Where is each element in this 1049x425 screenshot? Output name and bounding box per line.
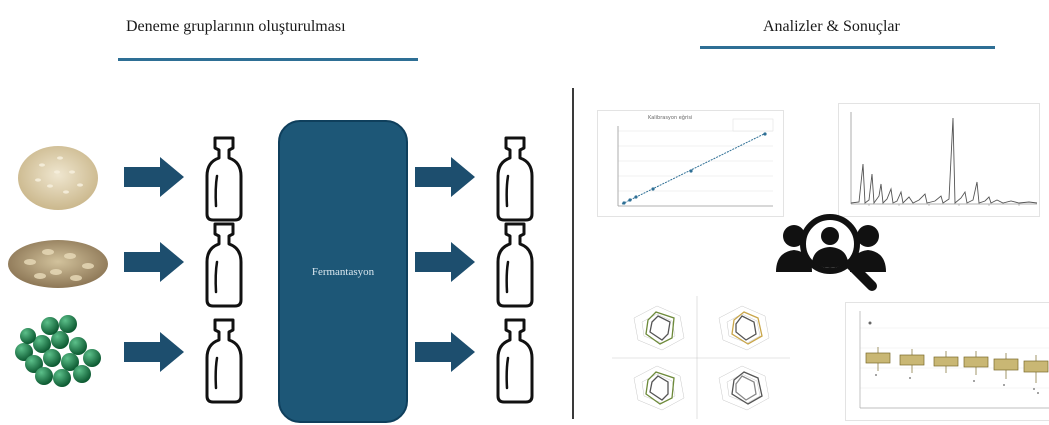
arrow-right-icon <box>124 332 184 372</box>
bottle-icon <box>496 222 534 308</box>
radar-plots <box>612 296 790 419</box>
chromatogram-panel <box>838 103 1040 217</box>
boxplot-panel <box>845 302 1049 421</box>
left-heading: Deneme gruplarının oluşturulması <box>126 18 346 35</box>
right-heading-underline <box>700 46 995 49</box>
calibration-title: Kalibrasyon eğrisi <box>648 115 693 121</box>
section-divider <box>572 88 574 419</box>
arrow-right-icon <box>415 157 475 197</box>
arrow-right-icon <box>124 157 184 197</box>
arrow-right-icon <box>124 242 184 282</box>
bottle-icon <box>205 222 243 308</box>
left-heading-underline <box>118 58 418 61</box>
radar-plots-panel <box>612 296 790 419</box>
chromatogram-plot <box>850 112 1038 206</box>
oat-flakes-pile <box>8 240 108 288</box>
right-heading: Analizler & Sonuçlar <box>763 18 900 35</box>
bottle-icon <box>496 136 534 222</box>
boxplot-chart <box>859 311 1049 409</box>
bottle-icon <box>496 318 534 404</box>
bottle-icon <box>205 136 243 222</box>
calibration-curve-panel: Kalibrasyon eğrisi <box>597 110 784 217</box>
fermentation-box: Fermantasyon <box>278 120 408 423</box>
process-diagram <box>8 136 534 404</box>
arrow-right-icon <box>415 242 475 282</box>
search-users-icon <box>776 214 886 291</box>
fermentation-label: Fermantasyon <box>311 265 375 278</box>
green-pellets-pile <box>15 315 101 387</box>
sesame-seeds-pile <box>18 146 98 210</box>
arrow-right-icon <box>415 332 475 372</box>
calibration-plot <box>617 118 774 207</box>
bottle-icon <box>205 318 243 404</box>
